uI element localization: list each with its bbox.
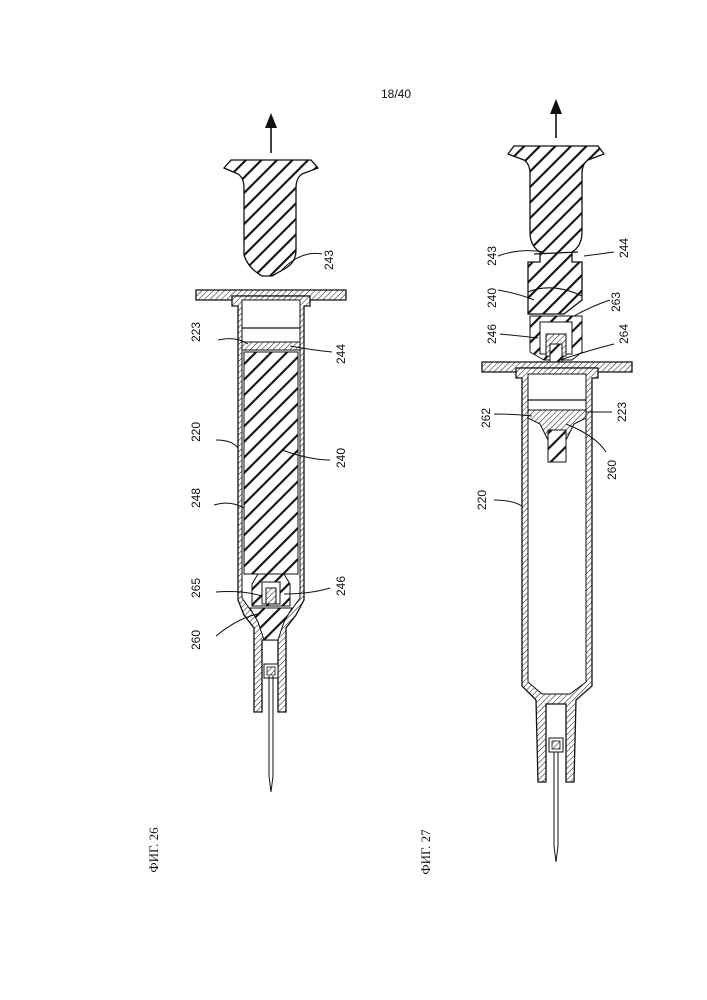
- figure-27-caption: ФИГ. 27: [418, 829, 433, 875]
- plunger-body-240: [244, 352, 298, 574]
- figure-27: 243 244 240 246 263 264 262 223 260 220 …: [418, 99, 632, 875]
- page-number: 18/40: [381, 87, 411, 101]
- ref-label-244: 244: [617, 238, 631, 258]
- ref-label-240: 240: [334, 448, 348, 468]
- ref-label-223: 223: [189, 322, 203, 342]
- ref-label-243: 243: [322, 250, 336, 270]
- plunger-tip-246: [252, 574, 290, 606]
- ref-label-243: 243: [485, 246, 499, 266]
- ref-label-260: 260: [605, 460, 619, 480]
- plunger-rod-top: [224, 160, 318, 276]
- ref-label-220: 220: [475, 490, 489, 510]
- ref-label-240: 240: [485, 288, 499, 308]
- ref-label-246: 246: [485, 324, 499, 344]
- ref-label-262: 262: [479, 408, 493, 428]
- ref-label-223: 223: [615, 402, 629, 422]
- ref-label-248: 248: [189, 488, 203, 508]
- pull-arrow-icon: [550, 99, 562, 138]
- figure-26: 243 223 244 220 240 248 265 246 260 ФИГ.…: [146, 113, 348, 873]
- ref-label-265: 265: [189, 578, 203, 598]
- plunger-tip-246: [530, 316, 582, 366]
- ref-label-220: 220: [189, 422, 203, 442]
- ref-label-260: 260: [189, 630, 203, 650]
- needle: [554, 752, 558, 862]
- ref-label-264: 264: [617, 324, 631, 344]
- needle: [269, 676, 273, 792]
- ref-label-244: 244: [334, 344, 348, 364]
- pull-arrow-icon: [265, 113, 277, 153]
- ref-label-246: 246: [334, 576, 348, 596]
- figure-26-caption: ФИГ. 26: [146, 827, 161, 873]
- ref-label-263: 263: [609, 292, 623, 312]
